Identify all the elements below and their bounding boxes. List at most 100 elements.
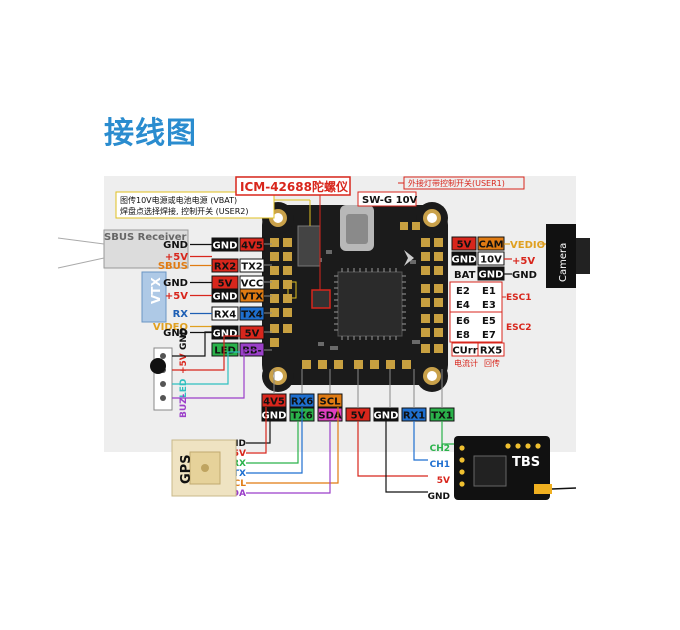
pad-rx4: RX4 [211,306,239,321]
svg-text:TX1: TX1 [431,411,453,422]
svg-text:VTX: VTX [241,292,264,303]
svg-text:10V: 10V [480,255,502,266]
esc-pad-e2: E2 [456,286,470,297]
left-solder-pads [270,238,292,347]
pad-bottom-4v5: 4V5 [261,393,287,408]
svg-text:VTX: VTX [149,277,163,304]
wire-label-video: VIDEO [153,322,188,333]
wire-label-plus5v-right: +5V [512,256,535,267]
pad-5v: 5V [211,275,239,290]
pad-right-5v: 5V [451,236,477,251]
page-title: 接线图 [104,116,197,151]
pad-bottom-gnd-4: GND [373,407,399,422]
svg-text:ICM-42688陀螺仪: ICM-42688陀螺仪 [240,179,349,194]
gps-pin-tx: TX [233,469,246,479]
svg-text:GND: GND [179,328,189,350]
pad-bottom-tx1-6: TX1 [429,407,455,422]
boot-button [297,225,321,267]
pad-right-gnd: GND [451,251,477,266]
label-bat: BAT [454,270,476,281]
svg-text:LED: LED [214,346,236,357]
svg-text:外接灯带控制开关(USER1): 外接灯带控制开关(USER1) [408,178,505,188]
svg-text:5V: 5V [218,279,233,290]
swg-label: SW-G 10V [357,191,418,207]
tbs-receiver: TBS [454,436,577,500]
svg-text:+5V: +5V [179,353,189,374]
vbat-note: 图传10V电源或电池电源 (VBAT) 焊盘点选择焊接, 控制开关 (USER2… [115,191,311,226]
esc-pad-e3: E3 [482,300,496,311]
pad-gnd: GND [211,288,239,303]
pad-10v: 10V [477,251,505,266]
pad-rx5: RX5 [477,342,505,357]
wire-label-vedio: VEDIO [510,240,545,251]
svg-text:SBUS Receiver: SBUS Receiver [104,232,187,243]
wire-label-rx: RX [173,309,189,320]
svg-text:图传10V电源或电池电源 (VBAT): 图传10V电源或电池电源 (VBAT) [120,195,237,205]
svg-text:SW-G 10V: SW-G 10V [362,195,418,206]
svg-text:CUrr: CUrr [452,346,477,357]
board-pad-4v5: 4V5 [239,237,265,252]
esc-pad-e5: E5 [482,316,496,327]
svg-text:GND: GND [374,411,399,422]
svg-text:焊盘点选择焊接, 控制开关 (USER2): 焊盘点选择焊接, 控制开关 (USER2) [120,206,249,216]
esc-pad-e1: E1 [482,286,496,297]
esc-pad-e7: E7 [482,330,496,341]
svg-text:RX2: RX2 [214,262,236,273]
pad-right-gnd2: GND [477,266,505,281]
camera-module: Camera [546,224,590,288]
gps-pin-scl: SCL [227,479,246,489]
esc2-label: ESC2 [506,323,532,333]
svg-text:BB-: BB- [242,346,261,357]
board-pad-tx4: TX4 [239,306,265,321]
board-pad-5v: 5V [239,325,265,340]
svg-text:GND: GND [213,241,238,252]
pad-rx2: RX2 [211,258,239,273]
svg-text:GND: GND [262,411,287,422]
return-label: 回传 [484,358,500,368]
tbs-pin-ch2: CH2 [430,444,450,454]
tbs-pin-ch1: CH1 [430,460,450,470]
pad-bottom-rx1-5: RX1 [401,407,427,422]
wire-label-gnd-right: GND [512,270,537,281]
pad-rx6: RX6 [289,393,315,408]
current-meter-label: 电流计 [454,358,478,368]
mcu-chip [334,268,406,340]
svg-text:5V: 5V [245,329,260,340]
wire-label-gnd: GND [163,328,188,339]
svg-text:VCC: VCC [241,279,263,290]
svg-text:RX1: RX1 [403,411,425,422]
tbs-pin-5v: 5V [437,476,450,486]
svg-text:CAM: CAM [478,240,503,251]
bottom-solder-pads [302,360,411,369]
wire-label-gnd: GND [163,240,188,251]
pad-curr: CUrr [451,342,479,357]
wire-label-plus5v: +5V [165,291,188,302]
svg-text:GND: GND [452,255,477,266]
wire-label-gnd: GND [163,278,188,289]
svg-text:GND: GND [479,270,504,281]
svg-text:GND: GND [213,329,238,340]
flight-controller-board [262,202,448,392]
svg-text:GPS: GPS [179,454,194,484]
board-pad-tx2: TX2 [239,258,265,273]
gps-module: GPS [171,439,237,497]
pad-cam: CAM [477,236,505,251]
board-pad-vcc: VCC [239,275,265,290]
svg-text:RX4: RX4 [214,310,236,321]
esc1-label: ESC1 [506,293,532,303]
pad-gnd: GND [211,237,239,252]
svg-text:5V: 5V [457,240,472,251]
pad-led: LED [211,342,239,357]
gyro-label: ICM-42688陀螺仪 [235,176,351,290]
pad-bottom-gnd-0: GND [261,407,287,422]
gps-pin-5v: 5V [233,449,246,459]
svg-text:4V5: 4V5 [263,397,285,408]
svg-text:TX2: TX2 [241,262,263,273]
svg-text:BUZ-: BUZ- [179,393,189,418]
svg-text:RX5: RX5 [480,346,502,357]
pad-bottom-5v-3: 5V [345,407,371,422]
svg-text:RX6: RX6 [291,397,313,408]
